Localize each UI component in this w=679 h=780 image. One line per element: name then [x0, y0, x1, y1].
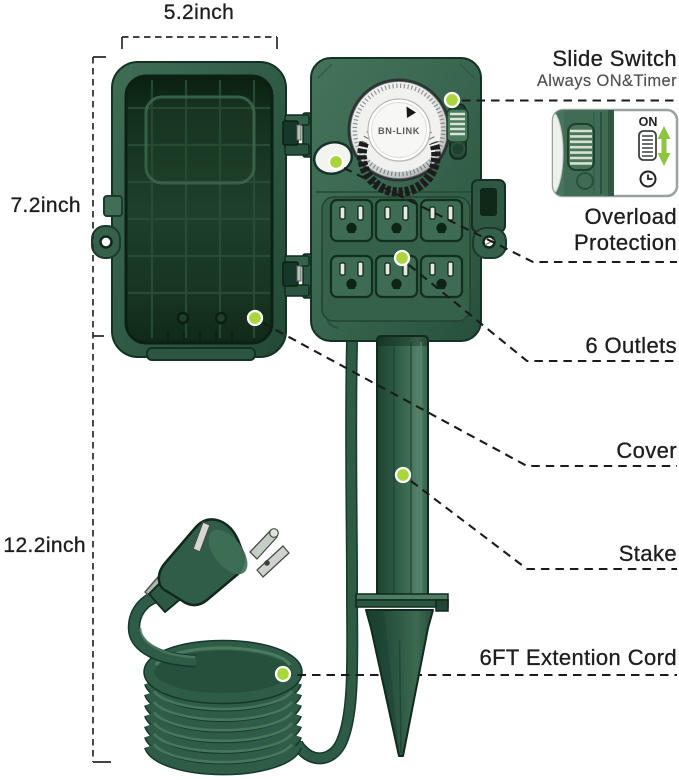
timer-dial: BN-LINK	[347, 78, 451, 197]
label-cover: Cover	[616, 438, 677, 463]
slide-switch	[446, 103, 469, 160]
outlet	[419, 198, 464, 243]
label-6-outlets: 6 Outlets	[585, 333, 677, 358]
dimension-width-label: 5.2inch	[163, 1, 235, 24]
brand-logo: BN-LINK	[378, 126, 420, 136]
outlet	[329, 198, 374, 243]
label-stake: Stake	[618, 541, 677, 566]
leader-line-overload	[343, 167, 677, 264]
outlet	[329, 254, 374, 299]
dimension-lines	[92, 36, 278, 763]
stake-illustration	[355, 335, 449, 757]
slide-switch-icon	[638, 130, 657, 161]
label-overload-protection: Overload Protection	[573, 204, 677, 256]
extension-cord	[291, 341, 359, 765]
cover-hinge-holes	[167, 311, 233, 342]
dial-pointer-icon	[406, 106, 416, 118]
leader-line-stake	[410, 480, 677, 571]
plug-prongs	[192, 521, 290, 578]
inset-slider-thumb	[567, 123, 595, 171]
marker-slide-switch	[443, 91, 461, 109]
plug-cord	[127, 589, 197, 668]
dimension-box-height-label: 7.2inch	[10, 194, 81, 217]
label-slide-switch: Slide Switch	[552, 46, 677, 71]
label-slide-switch-subtitle: Always ON&Timer	[536, 72, 677, 90]
leader-line-outlets	[408, 264, 677, 363]
marker-outlets	[393, 249, 411, 267]
dimension-overall-height-label: 12.2inch	[3, 534, 86, 557]
arrow-up-down-icon	[657, 126, 671, 166]
marker-stake	[394, 466, 412, 484]
clock-icon	[639, 170, 657, 188]
stake-step	[355, 593, 449, 612]
mounting-tab-right	[472, 227, 507, 259]
slide-switch-inset: ON	[551, 108, 679, 198]
marker-cord	[274, 665, 292, 683]
callout-markers	[246, 91, 461, 683]
outlet	[374, 198, 419, 243]
outlet	[374, 254, 419, 299]
cover-latch	[103, 195, 123, 217]
marker-overload	[327, 153, 345, 171]
mounting-tab-left	[91, 225, 121, 259]
bracket-right	[471, 179, 506, 233]
timer-unit-illustration: BN-LINK	[310, 57, 507, 342]
cover-foot	[146, 347, 256, 361]
cover-box-illustration	[91, 61, 316, 361]
stake-spike	[365, 609, 434, 757]
power-plug	[144, 518, 290, 613]
outlet	[419, 254, 464, 299]
inset-on-label: ON	[639, 115, 658, 129]
marker-cover	[246, 309, 264, 327]
label-extension-cord: 6FT Extention Cord	[479, 645, 677, 670]
